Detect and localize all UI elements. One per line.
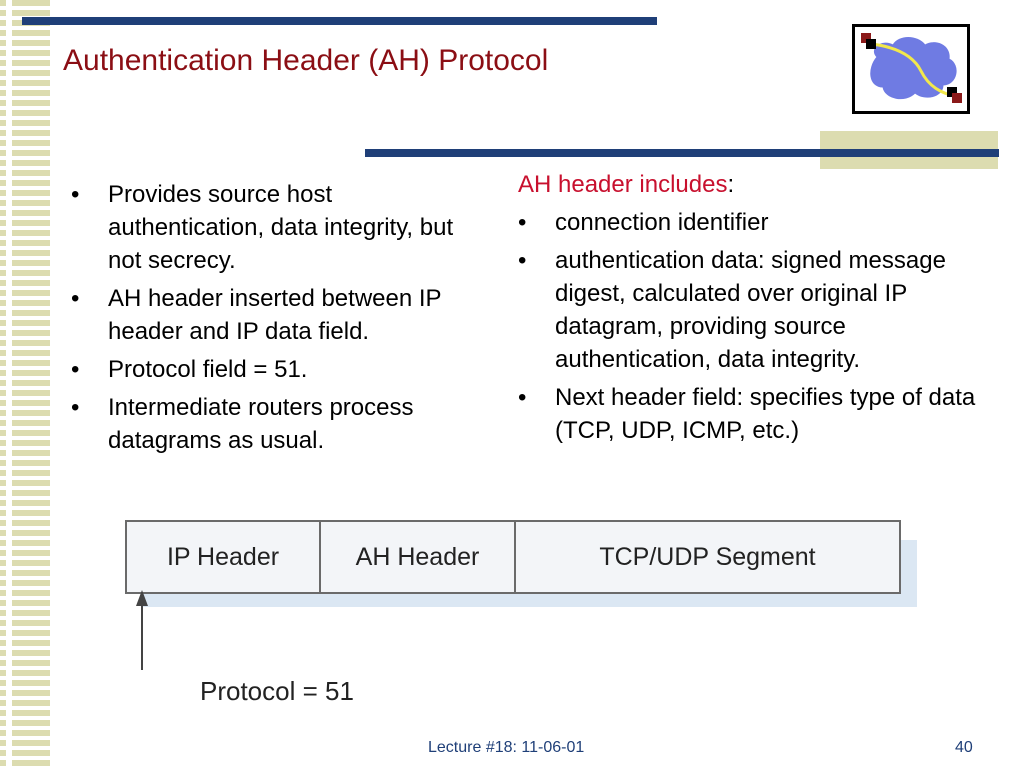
right-heading: AH header includes: [518, 168, 734, 201]
left-bullet-list: Provides source host authentication, dat… [71, 178, 481, 462]
right-heading-colon: : [727, 171, 735, 198]
mid-divider-bar [365, 149, 999, 157]
right-heading-text: AH header includes [518, 171, 728, 198]
footer-lecture: Lecture #18: 11-06-01 [428, 739, 585, 756]
packet-boxes: IP Header AH Header TCP/UDP Segment [125, 520, 901, 594]
ip-header-cell: IP Header [127, 522, 321, 592]
network-cloud-icon [852, 24, 970, 114]
ah-header-cell: AH Header [321, 522, 516, 592]
left-bullet: AH header inserted between IP header and… [71, 282, 481, 348]
left-stripe-decoration [0, 0, 50, 768]
right-bullet-list: connection identifier authentication dat… [518, 206, 978, 452]
right-bullet: authentication data: signed message dige… [518, 244, 978, 376]
footer-page-number: 40 [955, 739, 973, 756]
left-bullet: Intermediate routers process datagrams a… [71, 391, 481, 457]
right-bullet: connection identifier [518, 206, 978, 239]
slide-title: Authentication Header (AH) Protocol [63, 44, 549, 77]
left-bullet: Protocol field = 51. [71, 353, 481, 386]
left-bullet: Provides source host authentication, dat… [71, 178, 481, 277]
tcp-udp-segment-cell: TCP/UDP Segment [599, 542, 816, 571]
right-bullet: Next header field: specifies type of dat… [518, 381, 978, 447]
up-arrow-icon [136, 590, 148, 670]
protocol-label: Protocol = 51 [200, 676, 354, 706]
top-divider-bar [22, 17, 657, 25]
